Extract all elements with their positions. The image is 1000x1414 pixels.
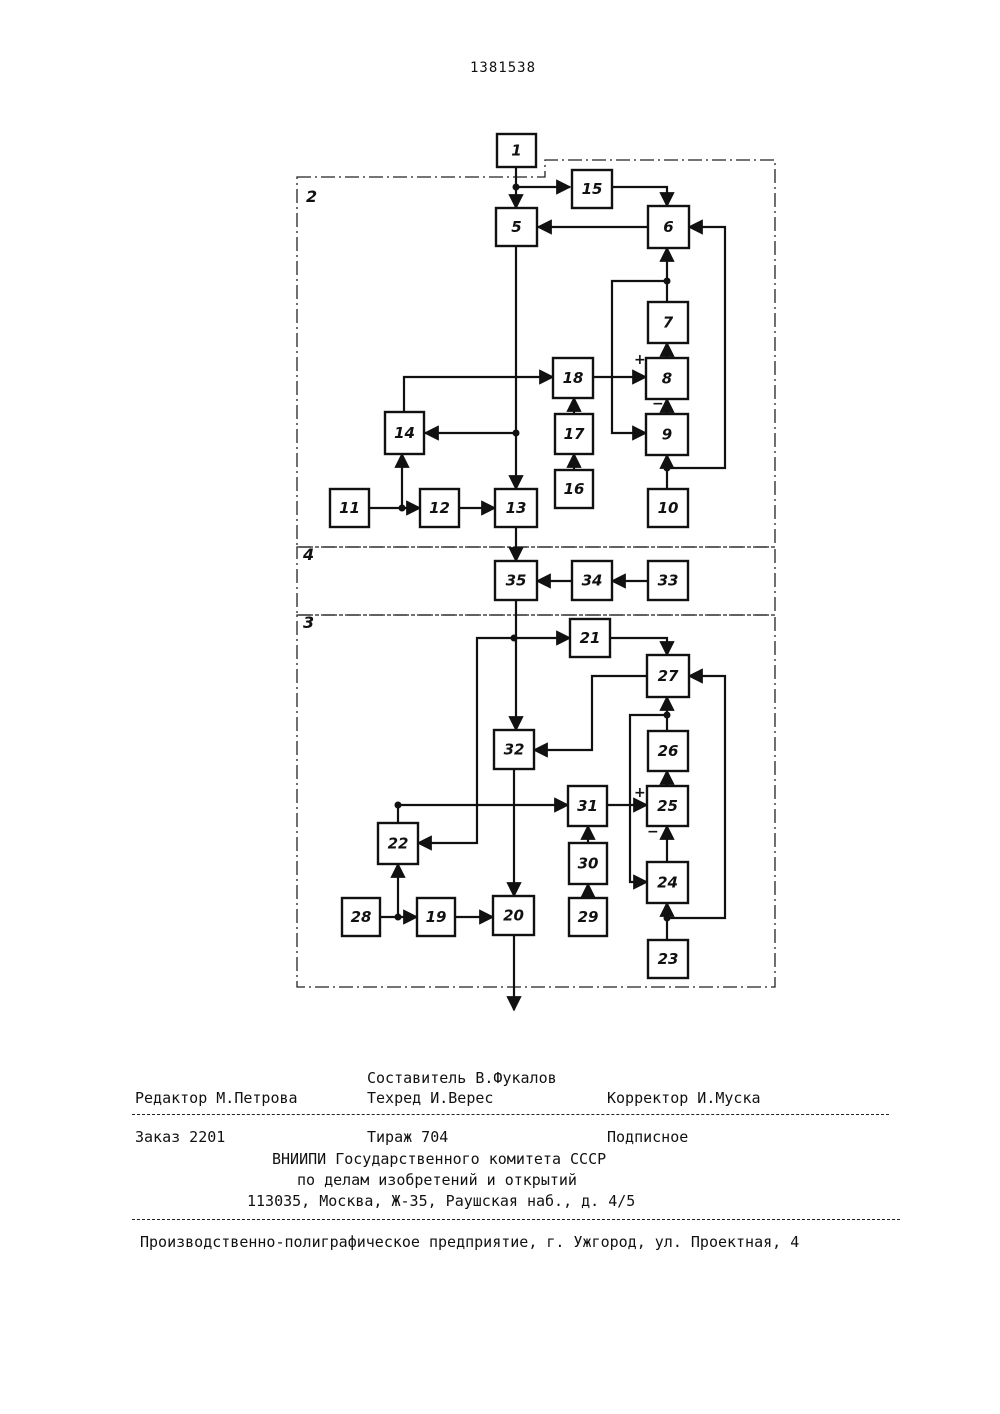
block-32: 32	[494, 730, 534, 769]
divider-bottom	[132, 1219, 900, 1220]
block-17: 17	[555, 414, 593, 454]
block-19-label: 19	[426, 908, 447, 926]
block-7: 7	[648, 302, 688, 343]
organization-line-2: по делам изобретений и открытий	[297, 1171, 577, 1189]
plus-sign-block-8: +	[634, 352, 646, 368]
block-diagram: 2 4 3	[0, 0, 1000, 1050]
block-16: 16	[555, 470, 593, 508]
block-15-label: 15	[582, 180, 603, 198]
block-23-label: 23	[658, 950, 679, 968]
block-18: 18	[553, 358, 593, 398]
block-28: 28	[342, 898, 380, 936]
block-27: 27	[647, 655, 689, 697]
block-21-label: 21	[580, 629, 601, 647]
minus-sign-block-8: −	[652, 396, 664, 412]
block-26-label: 26	[658, 742, 679, 760]
block-31-label: 31	[577, 797, 598, 815]
block-28-label: 28	[351, 908, 372, 926]
block-25-label: 25	[657, 797, 678, 815]
block-30-label: 30	[578, 855, 599, 873]
block-23: 23	[648, 940, 688, 978]
block-13-label: 13	[506, 499, 527, 517]
block-13: 13	[495, 489, 537, 527]
region-label-2: 2	[306, 187, 317, 206]
block-20: 20	[493, 896, 534, 935]
block-20-label: 20	[503, 907, 524, 925]
techred-credit: Техред И.Верес	[367, 1089, 493, 1107]
block-1: 1	[497, 134, 536, 167]
block-11: 11	[330, 489, 369, 527]
corrector-credit: Корректор И.Муска	[607, 1089, 761, 1107]
block-6-label: 6	[663, 218, 673, 236]
block-35-label: 35	[506, 572, 527, 590]
block-35: 35	[495, 561, 537, 600]
organization-line-1: ВНИИПИ Государственного комитета СССР	[272, 1150, 606, 1168]
block-18-label: 18	[563, 369, 584, 387]
block-26: 26	[648, 731, 688, 771]
block-8-label: 8	[662, 370, 672, 388]
block-22: 22	[378, 823, 418, 864]
block-6: 6	[648, 206, 689, 248]
block-12-label: 12	[429, 499, 450, 517]
block-32-label: 32	[504, 741, 525, 759]
block-5: 5	[496, 208, 537, 246]
block-21: 21	[570, 619, 610, 657]
circulation: Тираж 704	[367, 1128, 448, 1146]
block-17-label: 17	[564, 425, 585, 443]
block-29: 29	[569, 898, 607, 936]
block-33: 33	[648, 561, 688, 600]
block-10-label: 10	[658, 499, 679, 517]
block-9: 9	[646, 414, 688, 455]
minus-sign-block-25: −	[647, 824, 659, 840]
block-5-label: 5	[511, 218, 521, 236]
block-14-label: 14	[394, 424, 415, 442]
block-29-label: 29	[578, 908, 599, 926]
block-12: 12	[420, 489, 459, 527]
blocks-layer: 1515678910181716141112133534332127322625…	[330, 134, 689, 978]
block-25: 25	[647, 786, 688, 826]
block-31: 31	[568, 786, 607, 826]
block-16-label: 16	[564, 480, 585, 498]
block-19: 19	[417, 898, 455, 936]
block-7-label: 7	[663, 314, 674, 332]
block-24-label: 24	[657, 874, 678, 892]
block-11-label: 11	[339, 499, 360, 517]
block-33-label: 33	[658, 572, 679, 590]
printer-line: Производственно-полиграфическое предприя…	[140, 1233, 799, 1251]
block-24: 24	[647, 862, 688, 903]
block-14: 14	[385, 412, 424, 454]
block-22-label: 22	[388, 835, 409, 853]
block-34: 34	[572, 561, 612, 600]
block-34-label: 34	[582, 572, 603, 590]
editor-credit: Редактор М.Петрова	[135, 1089, 298, 1107]
block-27-label: 27	[658, 667, 679, 685]
subscription-note: Подписное	[607, 1128, 688, 1146]
block-15: 15	[572, 170, 612, 208]
block-9-label: 9	[662, 426, 672, 444]
block-30: 30	[569, 843, 607, 884]
order-number: Заказ 2201	[135, 1128, 225, 1146]
divider-top	[132, 1114, 889, 1115]
compiler-credit: Составитель В.Фукалов	[367, 1069, 557, 1087]
plus-sign-block-25: +	[634, 785, 646, 801]
block-8: 8	[646, 358, 688, 399]
region-label-3: 3	[303, 613, 314, 632]
organization-address: 113035, Москва, Ж-35, Раушская наб., д. …	[247, 1192, 635, 1210]
block-10: 10	[648, 489, 688, 527]
block-1-label: 1	[511, 142, 521, 160]
region-label-4: 4	[302, 545, 314, 564]
